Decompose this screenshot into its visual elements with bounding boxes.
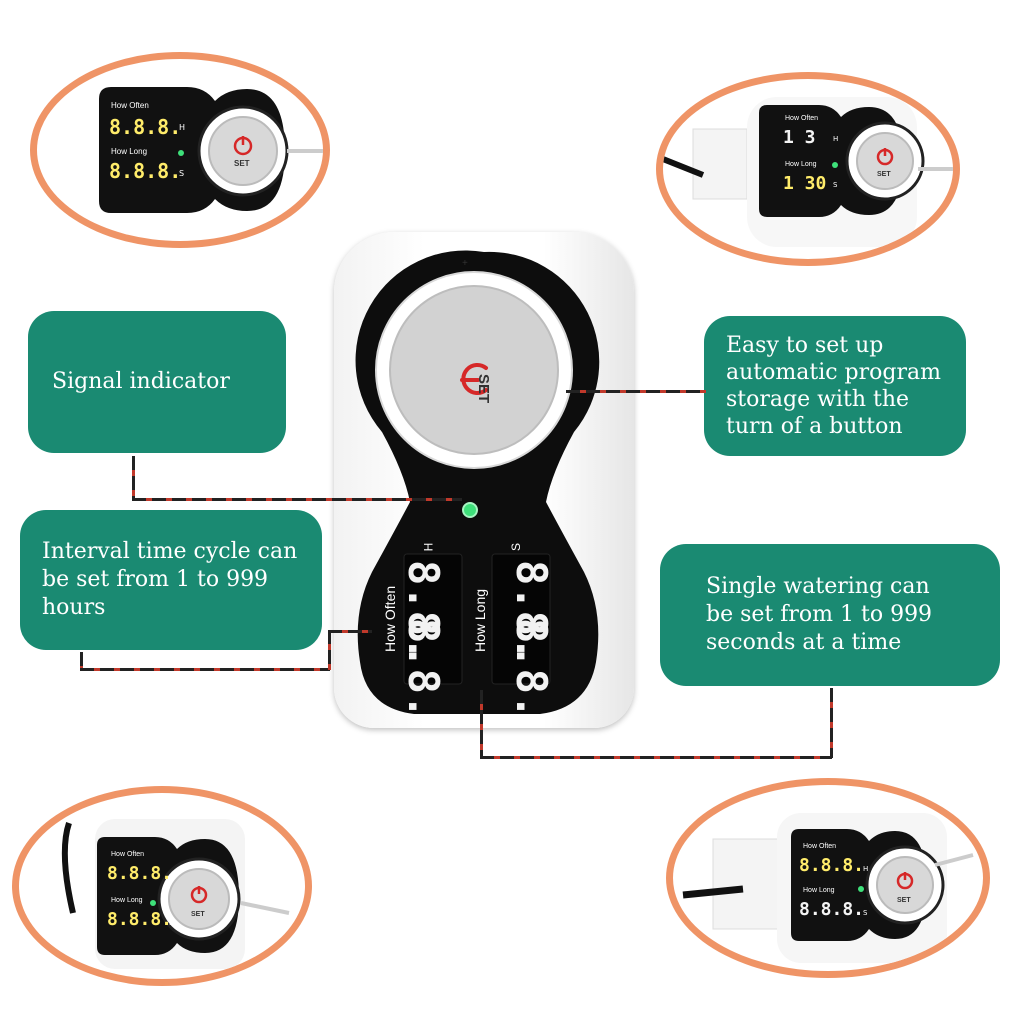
thumb-bl-digits-1: 8.8.8.: [107, 863, 173, 884]
thumb-tr-unit-2: S: [833, 181, 838, 189]
thumb-br-often-label: How Often: [803, 843, 837, 850]
thumbnail-device-illustration: [663, 97, 953, 247]
thumb-tr-often-label: How Often: [785, 115, 819, 122]
thumb-br-digits-2: 8.8.8.: [799, 899, 865, 920]
thumb-bl-digits-2: 8.8.8.: [107, 909, 173, 930]
leader-single-bottom: [480, 756, 832, 759]
leader-interval-vertical-left: [80, 652, 83, 670]
thumb-br-set-label: SET: [897, 897, 911, 904]
how-long-digits-bottom: 8.8.: [507, 618, 556, 720]
thumb-tl-digits-1: 8.8.8.: [109, 115, 182, 139]
callout-signal-indicator: Signal indicator: [28, 311, 286, 453]
thumb-tl-long-label: How Long: [111, 147, 148, 156]
signal-indicator-led: [462, 502, 478, 518]
thumb-bl-set-label: SET: [191, 911, 205, 918]
thumb-bl-unit-1: H: [169, 873, 175, 881]
leader-single-vertical-box: [830, 688, 833, 758]
thumb-br-unit-2: S: [863, 909, 868, 917]
callout-easy-text: Easy to set up automatic program storage…: [726, 333, 941, 439]
thumb-br-unit-1: H: [863, 865, 869, 873]
callout-interval: Interval time cycle can be set from 1 to…: [20, 510, 322, 650]
set-button-label[interactable]: SET: [475, 374, 492, 404]
thumb-bl-unit-2: S: [169, 919, 174, 927]
thumb-tr-unit-1: H: [833, 135, 839, 143]
thumbnail-bottom-right: How Often 8.8.8. H How Long 8.8.8. S SET: [666, 778, 990, 978]
power-icon: [460, 363, 488, 395]
thumb-tr-long-label: How Long: [785, 161, 817, 168]
unit-seconds-label: S: [509, 542, 524, 552]
thumb-br-long-label: How Long: [803, 887, 835, 894]
thumb-br-digits-1: 8.8.8.: [799, 855, 865, 876]
callout-easy-setup: Easy to set up automatic program storage…: [704, 316, 966, 456]
thumb-tl-set-label: SET: [234, 159, 250, 168]
thumbnail-device-illustration: [99, 87, 323, 213]
callout-signal-text: Signal indicator: [52, 369, 230, 394]
set-button-face[interactable]: [389, 285, 559, 455]
thumb-tr-digits-2: 1 30: [783, 173, 827, 194]
leader-easy-horizontal: [566, 390, 706, 393]
thumbnail-bottom-left: How Often 8.8.8. H How Long 8.8.8. S SET: [12, 786, 312, 986]
leader-single-vertical-device: [480, 690, 483, 758]
thumb-bl-often-label: How Often: [111, 851, 145, 858]
leader-signal-vertical: [132, 456, 135, 500]
callout-single-watering: Single watering can be set from 1 to 999…: [660, 544, 1000, 686]
thumbnail-top-right: How Often 1 3 H How Long 1 30 S SET: [656, 72, 960, 266]
unit-hours-label: H: [421, 542, 436, 552]
thumb-tr-digits-1: 1 3: [783, 127, 816, 148]
callout-single-text: Single watering can be set from 1 to 999…: [706, 574, 933, 655]
main-device-face: +: [355, 250, 600, 714]
how-long-label: How Long: [472, 588, 488, 652]
thumbnail-device-illustration: [682, 813, 974, 963]
thumb-tr-set-label: SET: [877, 171, 891, 178]
thumb-tl-often-label: How Often: [111, 101, 149, 110]
dial-plus-mark: +: [462, 258, 468, 269]
leader-interval-bottom: [80, 668, 330, 671]
leader-interval-top: [328, 630, 372, 633]
callout-interval-text: Interval time cycle can be set from 1 to…: [42, 539, 298, 620]
how-often-label: How Often: [382, 585, 398, 652]
thumbnail-device-illustration: [61, 819, 290, 969]
thumb-tl-digits-2: 8.8.8.: [109, 159, 182, 183]
thumb-tl-unit-2: S: [179, 169, 185, 178]
thumb-tl-unit-1: H: [179, 123, 186, 132]
thumb-bl-long-label: How Long: [111, 897, 143, 904]
leader-signal-horizontal: [132, 498, 462, 501]
leader-interval-vertical-right: [328, 630, 331, 670]
thumbnail-top-left: How Often 8.8.8. H How Long 8.8.8. S SET: [30, 52, 330, 248]
how-often-digits-bottom: 8.8.: [399, 618, 448, 720]
